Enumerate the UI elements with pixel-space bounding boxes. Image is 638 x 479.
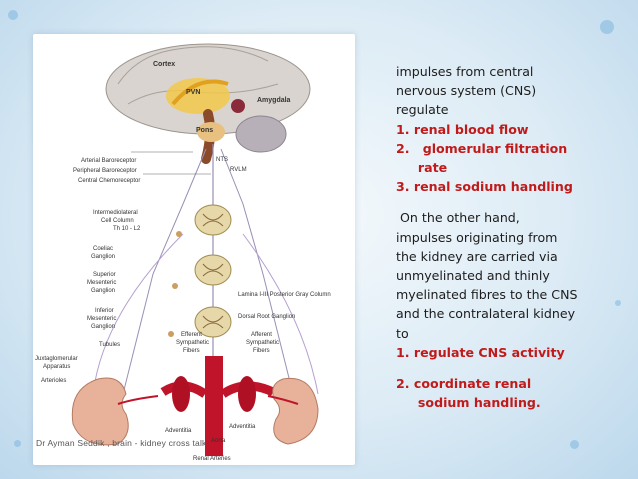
list2-item: 2. coordinate renal [396, 376, 532, 392]
label-adventitia-2: Adventitia [229, 424, 256, 430]
label-cortex: Cortex [153, 61, 175, 68]
list2-item: 1. regulate CNS activity [396, 344, 565, 360]
nerve-line [220, 148, 294, 395]
para2-line: and the contralateral kidney [396, 306, 576, 322]
para2-line: unmyelinated and thinly [396, 268, 550, 284]
label-ganglion-3: Ganglion [91, 324, 115, 330]
kidney-right [272, 377, 319, 445]
label-juxtaglomerular: Juxtaglomerular [35, 356, 78, 362]
list1-item: 2. glomerular filtration [396, 140, 568, 156]
arteriole-right [267, 395, 299, 405]
label-intermediolateral: Intermediolateral [93, 210, 138, 216]
label-ganglion-2: Ganglion [91, 288, 115, 294]
decorative-dot [14, 440, 21, 447]
label-drg: Dorsal Root Ganglion [238, 314, 295, 320]
artery-wall-left [172, 376, 190, 412]
label-pons: Pons [196, 127, 213, 134]
label-fibers-2: Fibers [253, 348, 270, 354]
para2-line: impulses originating from [396, 229, 558, 245]
pvn-region [166, 78, 230, 114]
label-nts: NTS [216, 157, 228, 163]
label-ganglion-1: Ganglion [91, 254, 115, 260]
spinal-segment [194, 254, 232, 286]
diagram-svg: Cortex PVN Amygdala Pons NTS RVLM Arteri… [35, 43, 331, 462]
artery-wall-right [238, 376, 256, 412]
label-peripheral-baroreceptor: Peripheral Baroreceptor [73, 168, 137, 174]
spacer [396, 362, 616, 374]
nerve-line [92, 233, 184, 395]
label-cell-column: Cell Column [101, 218, 134, 224]
slide-body-text: impulses from central nervous system (CN… [396, 62, 616, 412]
brain-kidney-diagram: Cortex PVN Amygdala Pons NTS RVLM Arteri… [33, 34, 355, 465]
arteriole-left [117, 395, 159, 405]
label-arterial-baroreceptor: Arterial Baroreceptor [81, 158, 136, 164]
para2-line: the kidney are carried via [396, 248, 558, 264]
label-fibers-1: Fibers [183, 348, 200, 354]
ganglion-node [172, 283, 178, 289]
label-tubules: Tubules [99, 342, 120, 348]
para2-line: to [396, 325, 409, 341]
label-amygdala: Amygdala [257, 97, 291, 104]
label-aorta: Aorta [211, 438, 226, 444]
ganglion-node [168, 331, 174, 337]
list1-item: 1. renal blood flow [396, 121, 529, 137]
intro-line: impulses from central [396, 64, 534, 79]
label-th: Th 10 - L2 [113, 226, 141, 232]
pvn-arc [171, 79, 229, 106]
label-afferent: Afferent [251, 332, 272, 338]
slide-caption: Dr Ayman Seddik , brain - kidney cross t… [36, 438, 207, 448]
amygdala-shape [231, 99, 245, 113]
intro-line: regulate [396, 102, 449, 118]
label-rvlm: RVLM [230, 167, 247, 173]
decorative-dot [570, 440, 579, 449]
decorative-dot [615, 300, 621, 306]
spacer [396, 196, 616, 208]
decorative-dot [600, 20, 614, 34]
spinal-segment [194, 204, 232, 236]
list1-item: rate [396, 160, 448, 176]
list1-item: 3. renal sodium handling [396, 179, 573, 195]
label-inferior: Inferior [95, 308, 114, 314]
ganglion-node [176, 231, 182, 237]
cerebellum-shape [235, 115, 287, 153]
label-mesenteric-1: Mesenteric [87, 280, 116, 286]
spinal-segment [194, 306, 232, 338]
label-sympathetic-1: Sympathetic [176, 340, 209, 346]
para2-line: myelinated fibres to the CNS [396, 287, 578, 303]
label-central-chemoreceptor: Central Chemoreceptor [78, 178, 140, 184]
label-efferent: Efferent [181, 332, 202, 338]
label-sympathetic-2: Sympathetic [246, 340, 279, 346]
label-apparatus: Apparatus [43, 364, 70, 370]
decorative-dot [8, 10, 18, 20]
nerve-line [242, 233, 319, 395]
label-pvn: PVN [186, 89, 200, 96]
pons-shape [197, 122, 225, 142]
label-superior: Superior [93, 272, 116, 278]
list2-item: sodium handling. [396, 395, 541, 411]
nerve-line [122, 148, 207, 395]
aorta-shape [205, 356, 223, 456]
kidney-left [71, 377, 129, 446]
para2-line: On the other hand, [396, 210, 520, 226]
label-mesenteric-2: Mesenteric [87, 316, 116, 322]
label-adventitia-1: Adventitia [165, 428, 192, 434]
label-arterioles: Arterioles [41, 378, 66, 384]
intro-line: nervous system (CNS) [396, 83, 537, 99]
label-coeliac: Coeliac [93, 246, 113, 252]
label-renal-arteries: Renal Arteries [193, 456, 231, 462]
brain-fold [117, 46, 269, 85]
label-lamina: Lamina I-III Posterior Gray Column [238, 292, 331, 298]
